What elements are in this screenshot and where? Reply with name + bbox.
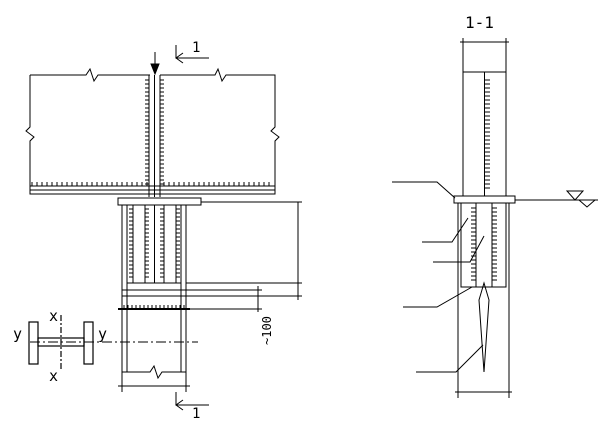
level-mark-2	[577, 199, 597, 208]
section-base-plate	[453, 195, 516, 204]
i-section-icon	[28, 315, 94, 370]
section-arrow-bottom	[175, 399, 184, 411]
i-section-right-flange	[83, 321, 94, 365]
upper-panel-outline	[25, 67, 280, 190]
axis-label-x-top: x	[49, 307, 58, 325]
section-marker-bottom	[175, 392, 209, 406]
i-section-web	[37, 337, 85, 347]
axis-label-y-right: y	[98, 325, 107, 343]
section-label-bottom: 1	[192, 406, 200, 422]
column-break-line	[122, 364, 186, 380]
section-title: 1-1	[465, 13, 494, 32]
leader-4	[403, 286, 473, 308]
level-mark	[565, 190, 585, 201]
offset-dimension-label: ~100	[260, 316, 274, 345]
axis-label-y-left: y	[13, 325, 22, 343]
section-view	[392, 38, 598, 398]
stiffener-left	[132, 204, 146, 284]
elevation-view	[25, 45, 302, 411]
anchor-plate	[478, 281, 490, 373]
section-label-top: 1	[192, 40, 200, 56]
leader-2	[422, 217, 469, 243]
stiffener-right	[163, 204, 177, 284]
section-arrow-top	[175, 52, 184, 64]
leader-1	[392, 181, 456, 199]
leader-5	[416, 344, 484, 373]
base-plate	[117, 197, 202, 206]
section-lower-column	[460, 202, 507, 288]
axis-label-x-bottom: x	[49, 367, 58, 385]
leader-3	[433, 235, 485, 263]
load-arrow-head	[150, 63, 160, 76]
i-section-left-flange	[28, 321, 39, 365]
